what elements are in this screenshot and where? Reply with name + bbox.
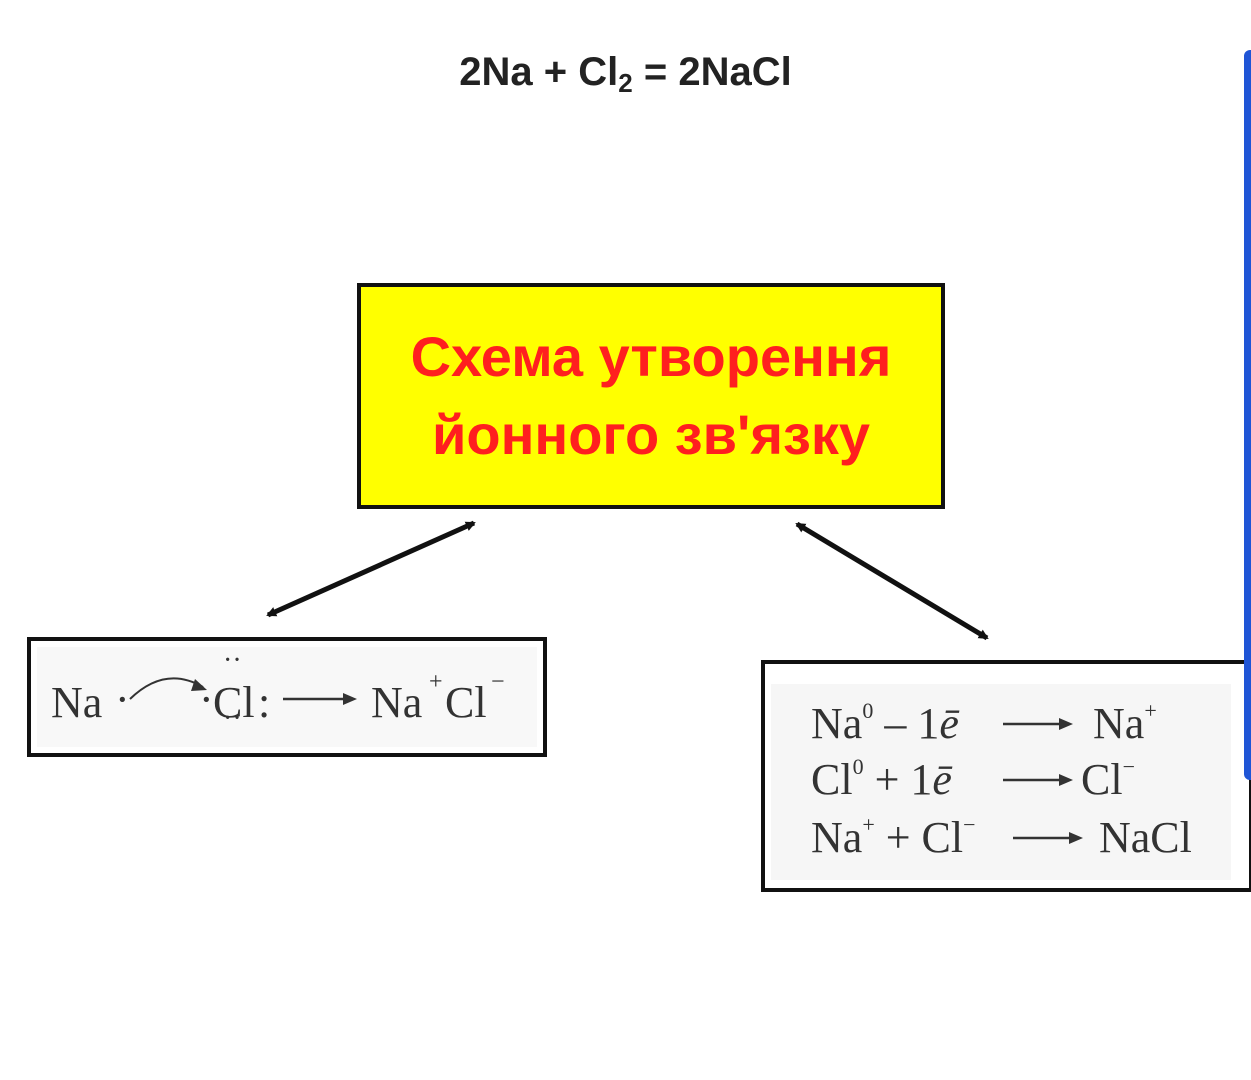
scheme-title-box: Схема утворення йонного зв'язку [357, 283, 945, 509]
product-formula: Cl [1081, 755, 1123, 804]
left-double-arrow [266, 520, 476, 618]
scheme-background [771, 684, 1231, 880]
electron-term: + 1 [863, 755, 933, 804]
right-double-arrow [795, 521, 989, 641]
electron-term: – 1 [873, 699, 940, 748]
reactant-charge: 0 [862, 698, 874, 723]
product: NaCl [1099, 813, 1192, 862]
title-line-1: Схема утворення [410, 325, 892, 388]
cl-ion: Cl [445, 678, 487, 727]
reactant-charge: 0 [852, 754, 864, 779]
na-ion: Na [371, 678, 423, 727]
equation-subscript: 2 [618, 68, 633, 98]
reaction-arrow-icon [1003, 718, 1073, 730]
product: Na+ [1093, 698, 1157, 749]
product-charge: + [1144, 698, 1157, 723]
product: Cl− [1081, 754, 1135, 805]
reactant-charge: + [862, 812, 875, 837]
ion-combination-reaction: Na+ + Cl− NaCl [811, 812, 1231, 864]
reduction-half-reaction: Cl0 + 1ē Cl− [811, 754, 1231, 806]
side-panel-edge [1244, 50, 1251, 780]
electron-transfer-arrow-icon [129, 677, 207, 700]
reaction-equation: 2Na + Cl2 = 2NaCl [0, 50, 1251, 98]
cl-right-electron-pair: : [258, 678, 271, 727]
equation-right: = 2NaCl [632, 50, 792, 94]
equation-left: 2Na + Cl [459, 50, 619, 94]
na-atom: Na [51, 678, 103, 727]
na-ion-charge: + [429, 669, 443, 695]
scheme-background [37, 647, 537, 747]
title-line-2: йонного зв'язку [431, 403, 871, 466]
electron-transfer-scheme: Na · · Cl ·· ·· : Na + Cl − [27, 637, 547, 757]
half-reactions-scheme: Na0 – 1ē Na+ Cl0 + 1ē Cl− Na+ + Cl− NaCl [761, 660, 1251, 892]
reaction-arrow-icon [1003, 774, 1073, 786]
cl-valence-electron: · [199, 675, 214, 724]
reactant: Cl [811, 755, 853, 804]
reactant: Na [811, 813, 863, 862]
second-reactant: + Cl [874, 813, 964, 862]
reaction-arrow-icon [283, 693, 357, 705]
electron-symbol: ē [932, 755, 952, 804]
oxidation-half-reaction: Na0 – 1ē Na+ [811, 698, 1231, 750]
cl-top-electron-pair: ·· [223, 645, 242, 676]
second-reactant-charge: − [963, 812, 976, 837]
na-valence-electron: · [115, 675, 130, 724]
cl-atom: Cl [213, 678, 255, 727]
product-charge: − [1122, 754, 1135, 779]
reaction-arrow-icon [1013, 832, 1083, 844]
cl-bottom-electron-pair: ·· [223, 703, 242, 734]
reactant: Na [811, 699, 863, 748]
cl-ion-charge: − [491, 669, 505, 695]
electron-symbol: ē [939, 699, 959, 748]
product-formula: Na [1093, 699, 1145, 748]
